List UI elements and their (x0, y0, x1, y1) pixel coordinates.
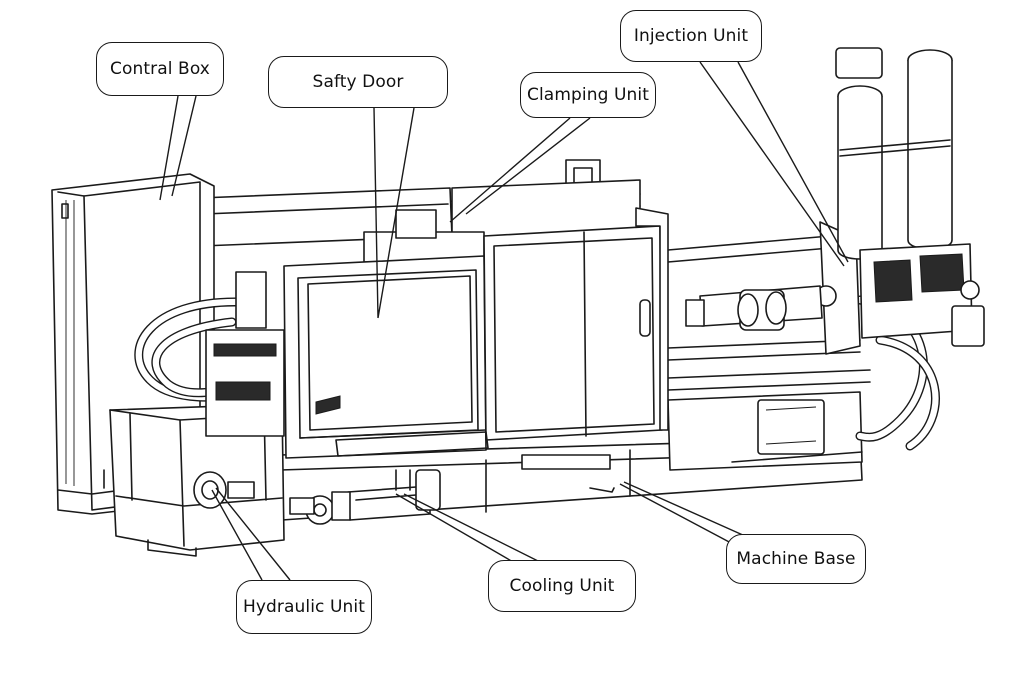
injection-unit (685, 47, 985, 355)
label-clamping-unit: Clamping Unit (520, 72, 656, 118)
label-cooling-unit: Cooling Unit (488, 560, 636, 612)
label-machine-base: Machine Base (726, 534, 866, 584)
leader-control-box (159, 95, 197, 201)
leader-lines (159, 61, 849, 581)
leader-hydraulic-unit (211, 487, 291, 581)
leader-clamping-unit (449, 117, 591, 223)
hydraulic-unit (109, 271, 285, 557)
safety-door (283, 207, 669, 459)
leader-safety-door (373, 107, 415, 319)
clamping-unit (199, 159, 641, 263)
label-control-box: Contral Box (96, 42, 224, 96)
leader-cooling-unit (395, 493, 549, 567)
leader-injection-unit (699, 61, 849, 267)
label-safety-door: Safty Door (268, 56, 448, 108)
label-hydraulic-unit: Hydraulic Unit (236, 580, 372, 634)
label-injection-unit: Injection Unit (620, 10, 762, 62)
